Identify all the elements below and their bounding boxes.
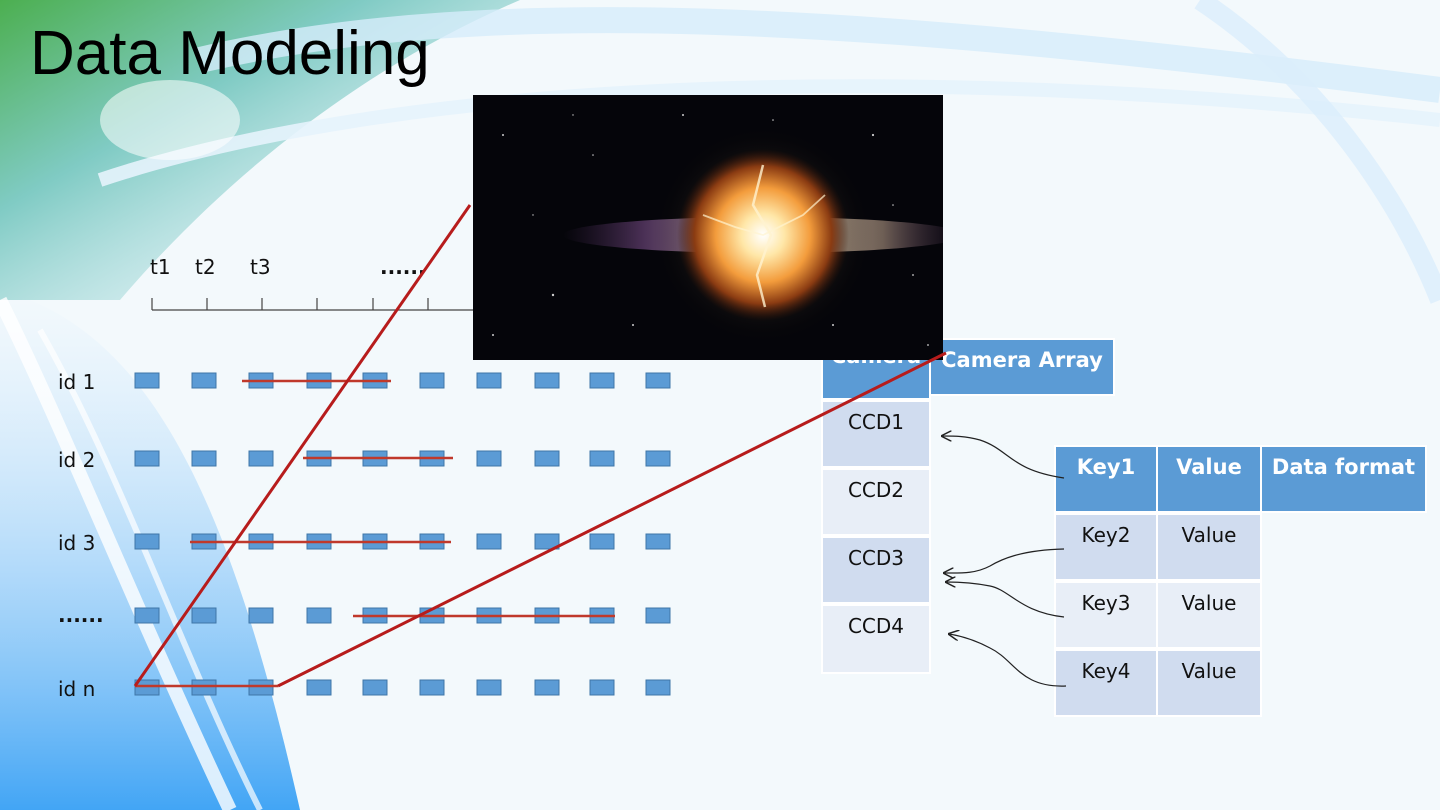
data-block-r1-c7: [477, 373, 501, 388]
timeline-axis: [152, 298, 475, 310]
data-block-r5-c9: [590, 680, 614, 695]
data-block-r2-c1: [135, 451, 159, 466]
key4-cell: Key4: [1054, 649, 1158, 717]
data-block-r3-c10: [646, 534, 670, 549]
key3-cell: Key3: [1054, 581, 1158, 649]
data-block-r5-c6: [420, 680, 444, 695]
data-block-r5-c4: [307, 680, 331, 695]
data-block-r1-c9: [590, 373, 614, 388]
data-block-r3-c8: [535, 534, 559, 549]
data-block-r4-c3: [249, 608, 273, 623]
data-block-r2-c2: [192, 451, 216, 466]
ccd3-cell: CCD3: [821, 536, 931, 604]
ccd1-cell: CCD1: [821, 400, 931, 468]
data-block-r2-c3: [249, 451, 273, 466]
data-block-r2-c9: [590, 451, 614, 466]
data-block-r1-c6: [420, 373, 444, 388]
data-block-r1-c10: [646, 373, 670, 388]
data-block-r5-c1: [135, 680, 159, 695]
data-block-r3-c7: [477, 534, 501, 549]
data-block-r2-c7: [477, 451, 501, 466]
data-block-r2-c10: [646, 451, 670, 466]
data-block-r4-c4: [307, 608, 331, 623]
data-block-r3-c1: [135, 534, 159, 549]
data-block-r1-c2: [192, 373, 216, 388]
data-block-r5-c10: [646, 680, 670, 695]
data-block-r4-c10: [646, 608, 670, 623]
data-block-r5-c5: [363, 680, 387, 695]
key2-cell: Key2: [1054, 513, 1158, 581]
key2-value-cell: Value: [1156, 513, 1262, 581]
data-block-r3-c9: [590, 534, 614, 549]
data-block-r1-c1: [135, 373, 159, 388]
data-block-r4-c2: [192, 608, 216, 623]
ccd4-cell: CCD4: [821, 604, 931, 674]
ccd2-cell: CCD2: [821, 468, 931, 536]
key1-header: Key1: [1054, 445, 1158, 513]
data-block-r5-c7: [477, 680, 501, 695]
data-block-r5-c3: [249, 680, 273, 695]
data-block-r4-c1: [135, 608, 159, 623]
supernova-image: [473, 95, 943, 360]
data-blocks: [135, 373, 670, 695]
data-block-r2-c8: [535, 451, 559, 466]
value-header: Value: [1156, 445, 1262, 513]
data-format-header: Data format: [1260, 445, 1427, 513]
key3-value-cell: Value: [1156, 581, 1262, 649]
data-block-r5-c8: [535, 680, 559, 695]
data-block-r5-c2: [192, 680, 216, 695]
camera-array-header: Camera Array: [929, 338, 1115, 396]
data-block-r1-c8: [535, 373, 559, 388]
key4-value-cell: Value: [1156, 649, 1262, 717]
